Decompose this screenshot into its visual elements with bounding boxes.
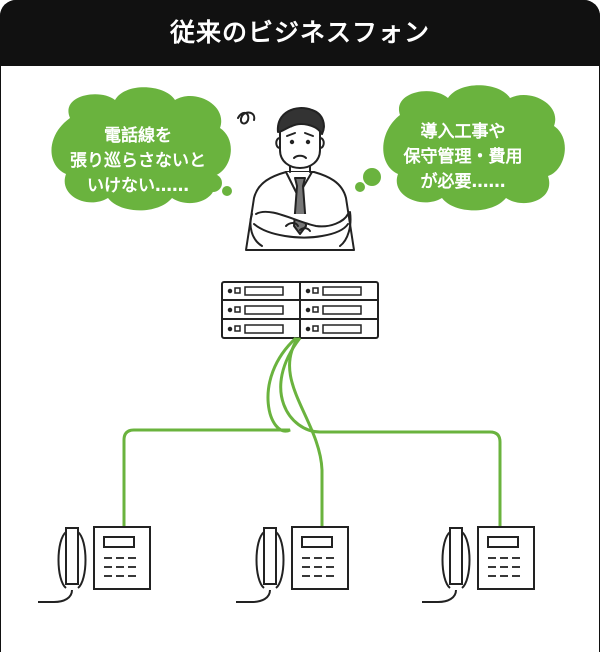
desk-phone-icon	[38, 526, 151, 603]
bubble-left-text: 電話線を 張り巡らさないと いけない……	[58, 124, 218, 199]
bubble-right-line: 保守管理・費用	[403, 147, 523, 167]
thought-bubble-right	[355, 85, 565, 211]
header-bar	[0, 0, 600, 66]
desk-phone-icon	[236, 526, 349, 603]
bubble-right-line: 導入工事や	[420, 122, 506, 142]
thought-bubble-left	[51, 87, 232, 211]
bubble-left-line: いけない……	[87, 176, 189, 196]
worried-businessman-icon	[237, 107, 355, 251]
phone-wires	[122, 336, 502, 528]
desk-phone-icon	[422, 526, 535, 603]
bubble-right-text: 導入工事や 保守管理・費用 が必要……	[383, 120, 543, 195]
wire-right	[279, 337, 502, 528]
pbx-switch-icon	[221, 281, 379, 339]
wire-left	[122, 336, 298, 528]
bubble-right-line: が必要……	[420, 172, 506, 192]
bubble-left-line: 張り巡らさないと	[70, 151, 206, 171]
bubble-left-line: 電話線を	[104, 126, 172, 146]
page-title: 従来のビジネスフォン	[169, 18, 430, 47]
